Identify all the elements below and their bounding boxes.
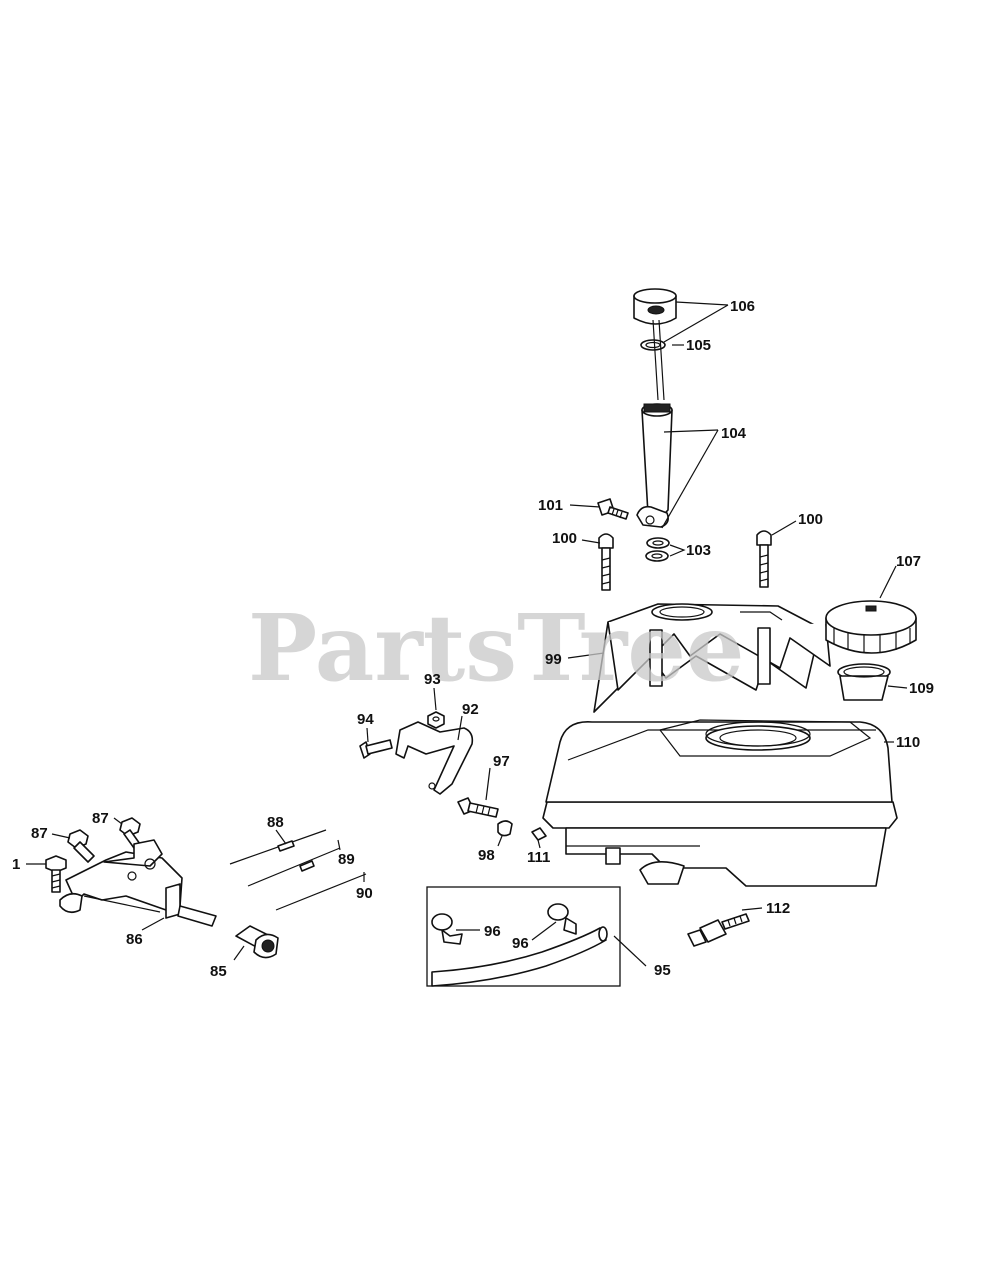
callout-88: 88: [267, 814, 284, 831]
tank-cover-99[interactable]: [593, 603, 831, 713]
bracket-92[interactable]: [395, 721, 474, 795]
callout-86: 86: [126, 931, 143, 948]
callout-96-right: 96: [512, 935, 529, 952]
callout-112: 112: [766, 900, 790, 917]
callout-90: 90: [356, 885, 373, 902]
callout-106: 106: [730, 298, 755, 315]
cable-89[interactable]: [247, 847, 341, 887]
callout-103: 103: [686, 542, 711, 559]
nut-93[interactable]: [427, 711, 445, 729]
watermark: PartsTree: [248, 594, 744, 702]
callout-97: 97: [493, 753, 510, 770]
hose-clamp-96-left[interactable]: [431, 913, 463, 945]
fuel-filter-109[interactable]: [837, 663, 891, 701]
callout-93: 93: [424, 671, 441, 688]
fuel-valve-112[interactable]: [687, 913, 750, 947]
callout-100-left: 100: [552, 530, 577, 547]
callout-98: 98: [478, 847, 495, 864]
callout-104: 104: [721, 425, 747, 442]
o-ring-105[interactable]: [640, 339, 666, 351]
fuel-hose-95[interactable]: [431, 926, 608, 987]
callout-94: 94: [357, 711, 374, 728]
callout-1: 1: [12, 856, 20, 873]
callout-101: 101: [538, 497, 563, 514]
hose-clamp-96-right[interactable]: [547, 903, 577, 935]
callout-95: 95: [654, 962, 671, 979]
callout-100-right: 100: [798, 511, 823, 528]
bolt-1[interactable]: [45, 855, 67, 893]
callout-105: 105: [686, 337, 711, 354]
bolt-100-right[interactable]: [756, 530, 772, 588]
bolt-97[interactable]: [457, 797, 499, 818]
bolt-94[interactable]: [359, 739, 393, 759]
callout-87-right: 87: [92, 810, 109, 827]
fuel-line-kit-box: [426, 886, 621, 987]
dipstick-cap-106[interactable]: [633, 288, 677, 325]
throttle-bracket-86[interactable]: [59, 839, 217, 927]
callout-109: 109: [909, 680, 934, 697]
cable-90[interactable]: [275, 873, 367, 911]
fuel-tank-110[interactable]: [542, 719, 898, 887]
callout-99: 99: [545, 651, 562, 668]
callout-110: 110: [896, 734, 920, 751]
leader-lines: [26, 301, 908, 967]
bolt-101[interactable]: [597, 498, 629, 520]
callout-85: 85: [210, 963, 227, 980]
bolt-100-left[interactable]: [598, 533, 614, 591]
clip-98[interactable]: [497, 820, 513, 837]
washer-103[interactable]: [645, 537, 670, 562]
callout-labels: 106 105 104 101 103 100 100 107 99 109 9…: [12, 298, 934, 980]
callout-107: 107: [896, 553, 921, 570]
callout-92: 92: [462, 701, 479, 718]
callout-96-left: 96: [484, 923, 501, 940]
callout-87-left: 87: [31, 825, 48, 842]
control-knob-85[interactable]: [235, 925, 279, 959]
cable-88[interactable]: [229, 829, 327, 865]
callout-89: 89: [338, 851, 355, 868]
oil-fill-tube-104[interactable]: [636, 319, 673, 528]
bolt-87-left[interactable]: [67, 829, 95, 863]
clip-111[interactable]: [531, 827, 547, 841]
fuel-cap-107[interactable]: [825, 600, 917, 654]
callout-111: 111: [527, 849, 550, 866]
